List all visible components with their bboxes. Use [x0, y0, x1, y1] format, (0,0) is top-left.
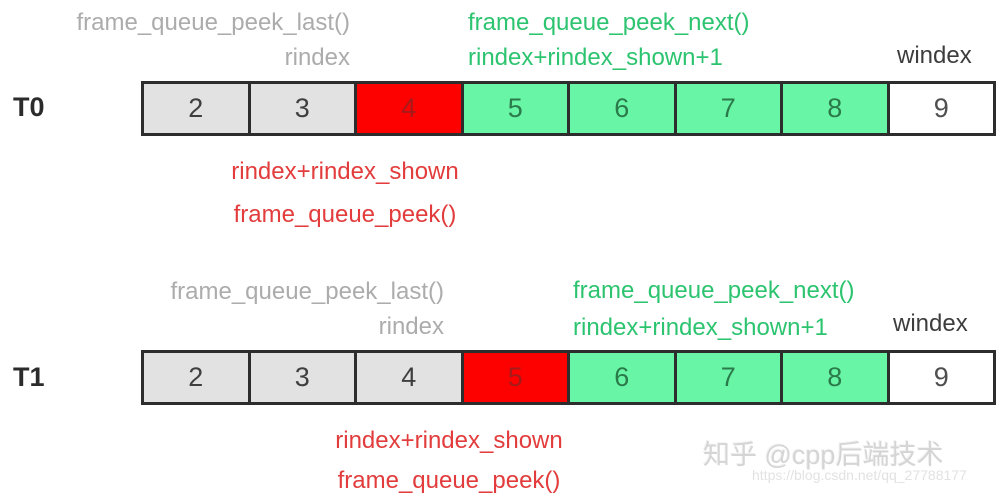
queue-cell: 4 — [354, 81, 464, 136]
watermark-url: https://blog.csdn.net/qq_27788177 — [752, 467, 967, 483]
queue-cell: 3 — [247, 81, 357, 136]
t0-peek-label: frame_queue_peek() — [233, 201, 457, 228]
t0-rindex-label: rindex — [284, 44, 350, 71]
t1-windex-label: windex — [893, 310, 968, 337]
t0-queue-row: 2 3 4 5 6 7 8 9 — [141, 81, 996, 136]
queue-cell: 3 — [247, 350, 357, 405]
t0-gray-labels: frame_queue_peek_last() rindex — [76, 5, 350, 75]
t1-peek-label: frame_queue_peek() — [337, 467, 561, 494]
t1-green-labels: frame_queue_peek_next() rindex+rindex_sh… — [573, 272, 855, 346]
t1-peek-next-label: frame_queue_peek_next() — [573, 277, 855, 304]
t1-peek-last-label: frame_queue_peek_last() — [170, 278, 444, 305]
queue-cell: 5 — [460, 81, 570, 136]
queue-cell: 8 — [780, 350, 890, 405]
t0-rindex-shown-plus1-label: rindex+rindex_shown+1 — [468, 44, 723, 71]
queue-cell: 2 — [141, 350, 251, 405]
queue-cell: 7 — [673, 350, 783, 405]
t0-peek-last-label: frame_queue_peek_last() — [76, 9, 350, 36]
t0-rindex-shown-label: rindex+rindex_shown — [231, 158, 459, 185]
queue-cell: 6 — [567, 81, 677, 136]
t1-red-labels: rindex+rindex_shown frame_queue_peek() — [249, 421, 649, 496]
t1-rindex-shown-plus1-label: rindex+rindex_shown+1 — [573, 314, 828, 341]
t0-windex-label: windex — [897, 42, 972, 69]
queue-cell: 4 — [354, 350, 464, 405]
queue-cell: 8 — [780, 81, 890, 136]
queue-cell: 9 — [886, 81, 996, 136]
t1-gray-labels: frame_queue_peek_last() rindex — [170, 274, 444, 344]
t1-rindex-shown-label: rindex+rindex_shown — [335, 427, 563, 454]
t0-time-label: T0 — [13, 92, 45, 122]
t0-green-labels: frame_queue_peek_next() rindex+rindex_sh… — [468, 5, 750, 75]
queue-cell: 2 — [141, 81, 251, 136]
queue-cell: 6 — [567, 350, 677, 405]
queue-cell: 7 — [673, 81, 783, 136]
queue-cell: 9 — [886, 350, 996, 405]
queue-cell: 5 — [460, 350, 570, 405]
t0-red-labels: rindex+rindex_shown frame_queue_peek() — [145, 150, 545, 236]
t1-rindex-label: rindex — [378, 313, 444, 340]
watermark-text: 知乎 @cpp后端技术 — [703, 440, 944, 470]
t1-time-label: T1 — [13, 362, 45, 392]
t1-queue-row: 2 3 4 5 6 7 8 9 — [141, 350, 996, 405]
t0-peek-next-label: frame_queue_peek_next() — [468, 9, 750, 36]
